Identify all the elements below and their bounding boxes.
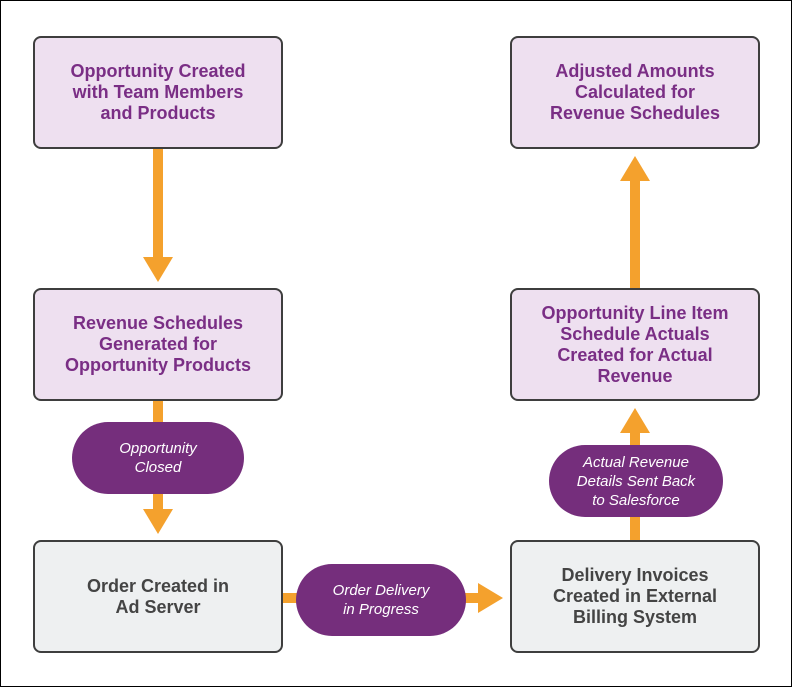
order-created-label: Order Created in Ad Server	[86, 575, 230, 617]
opportunity-created-box: Opportunity Created with Team Members an…	[33, 36, 283, 149]
arrow-head-3	[478, 583, 503, 613]
order-created-box: Order Created in Ad Server	[33, 540, 283, 653]
opportunity-closed-label: Opportunity Closed	[119, 440, 197, 476]
order-delivery-pill: Order Delivery in Progress	[296, 564, 466, 636]
adjusted-amounts-box: Adjusted Amounts Calculated for Revenue …	[510, 36, 760, 149]
arrow-head-1	[143, 257, 173, 282]
adjusted-amounts-label: Adjusted Amounts Calculated for Revenue …	[549, 61, 721, 123]
actual-revenue-label: Actual Revenue Details Sent Back to Sale…	[576, 453, 696, 509]
line-item-actuals-box: Opportunity Line Item Schedule Actuals C…	[510, 288, 760, 401]
revenue-schedules-label: Revenue Schedules Generated for Opportun…	[65, 313, 251, 375]
delivery-invoices-box: Delivery Invoices Created in External Bi…	[510, 540, 760, 653]
line-item-actuals-label: Opportunity Line Item Schedule Actuals C…	[541, 302, 729, 386]
order-delivery-label: Order Delivery in Progress	[332, 582, 430, 618]
opportunity-closed-pill: Opportunity Closed	[72, 422, 244, 494]
delivery-invoices-label: Delivery Invoices Created in External Bi…	[552, 565, 718, 627]
arrow-head-2	[143, 509, 173, 534]
arrow-head-5	[620, 156, 650, 181]
revenue-schedules-box: Revenue Schedules Generated for Opportun…	[33, 288, 283, 401]
opportunity-created-label: Opportunity Created with Team Members an…	[70, 61, 246, 123]
arrow-shaft-5	[630, 181, 640, 288]
actual-revenue-pill: Actual Revenue Details Sent Back to Sale…	[549, 445, 723, 517]
arrow-head-4	[620, 408, 650, 433]
arrow-shaft-1	[153, 149, 163, 257]
